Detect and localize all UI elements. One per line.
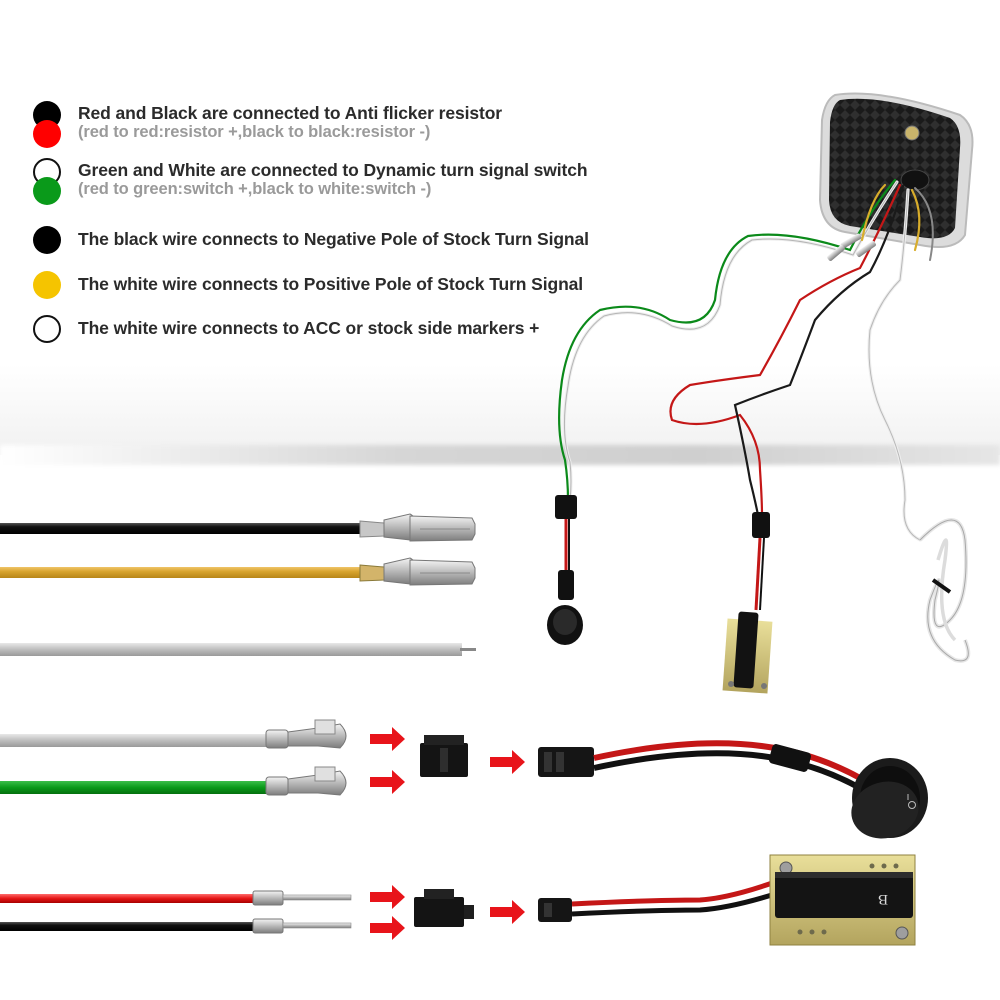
arrow-right-icon	[490, 900, 525, 924]
arrow-right-icon	[370, 727, 405, 751]
grey-wire-crimp	[0, 719, 347, 749]
connector-housing-switch	[420, 735, 468, 777]
wiring-legend: Red and Black are connected to Anti flic…	[33, 0, 653, 360]
arrow-right-icon	[490, 750, 525, 774]
rocker-switch-assembly	[538, 740, 928, 839]
white-dot-icon	[33, 315, 61, 343]
load-resistor-assembly: B	[538, 854, 916, 946]
yellow-dot-icon	[33, 271, 61, 299]
turn-signal-lamp	[818, 92, 974, 248]
arrow-right-icon	[370, 916, 405, 940]
lamp-spade-connectors	[827, 233, 876, 261]
green-wire-crimp	[0, 766, 347, 796]
harness-resistor	[722, 512, 773, 694]
legend-note: (red to green:switch +,black to white:sw…	[78, 180, 432, 198]
legend-text: The white wire connects to ACC or stock …	[78, 318, 540, 338]
arrows	[370, 727, 525, 940]
legend-text: The black wire connects to Negative Pole…	[78, 229, 589, 249]
legend-text: Green and White are connected to Dynamic…	[78, 160, 588, 180]
black-wire-pin	[0, 918, 352, 934]
black-dot-icon	[33, 226, 61, 254]
legend-text: Red and Black are connected to Anti flic…	[78, 103, 503, 123]
floor-shadow	[0, 445, 1000, 465]
yellow-wire-spade	[0, 557, 476, 586]
red-wire-pin	[0, 890, 352, 906]
green-dot-icon	[33, 177, 61, 205]
arrow-right-icon	[370, 885, 405, 909]
red-dot-icon	[33, 120, 61, 148]
lamp-harness	[558, 178, 934, 542]
harness-switch	[547, 495, 583, 645]
coiled-white-wire	[918, 518, 971, 663]
legend-note: (red to red:resistor +,black to black:re…	[78, 123, 431, 141]
connector-housing-resistor	[414, 889, 474, 927]
black-wire-spade	[0, 513, 476, 542]
grey-wire-stripped	[0, 643, 476, 656]
arrow-right-icon	[370, 770, 405, 794]
resistor-marking: B	[878, 891, 888, 907]
legend-text: The white wire connects to Positive Pole…	[78, 274, 584, 294]
